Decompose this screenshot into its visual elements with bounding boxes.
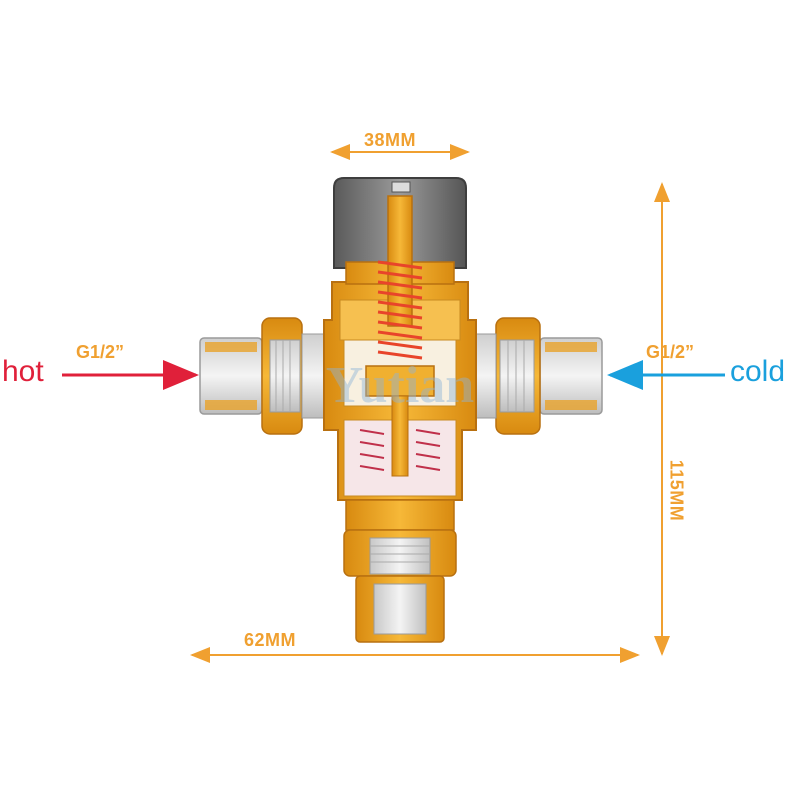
dimension-115mm-label: 115MM [666, 459, 687, 522]
cold-inlet-fitting [461, 317, 603, 435]
hot-label: hot [2, 355, 44, 388]
cold-label: cold [730, 355, 786, 388]
dimension-62mm-label: 62MM [244, 630, 297, 650]
hot-inlet-fitting [199, 317, 339, 435]
dimension-38mm-label: 38MM [364, 130, 417, 150]
hot-port-size-label: G1/2” [76, 342, 125, 362]
mixed-outlet-fitting [343, 499, 457, 643]
watermark: Yutian [326, 357, 474, 414]
thermostatic-stem [359, 195, 441, 477]
cold-port-size-label: G1/2” [646, 342, 695, 362]
